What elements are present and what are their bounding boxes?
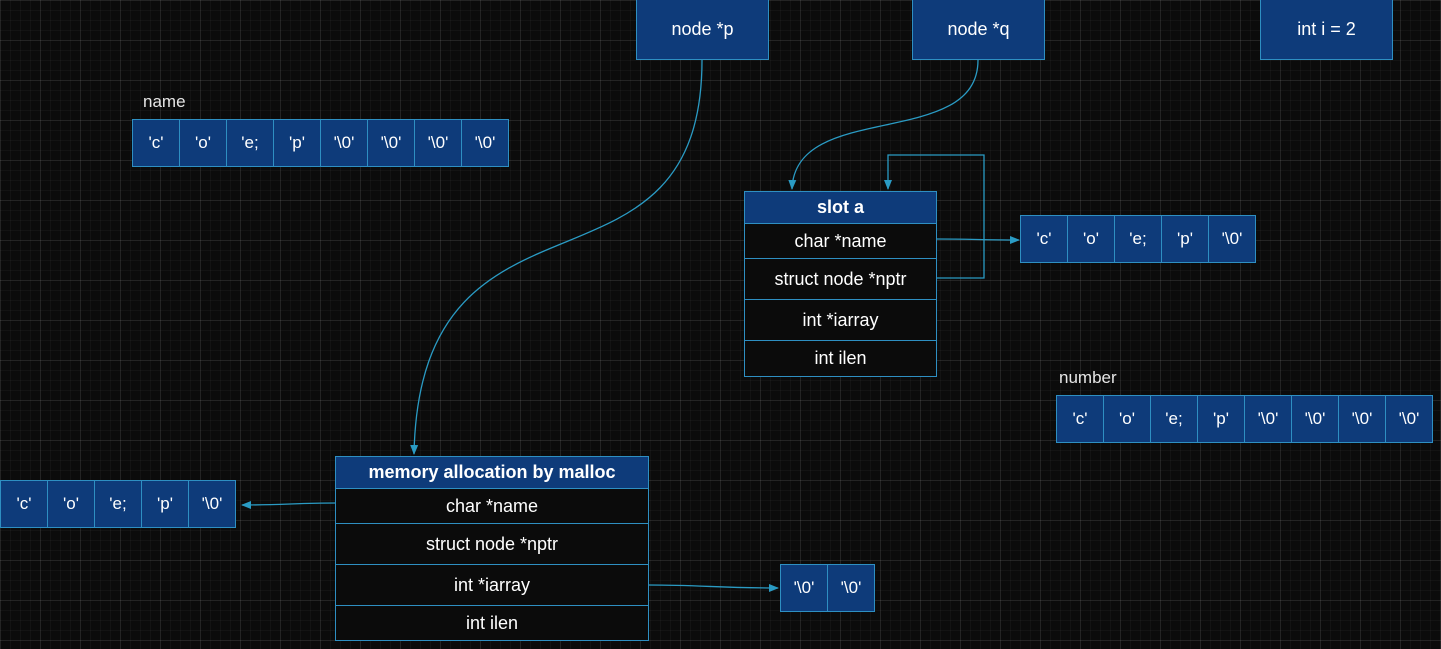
array-cell: '\0': [188, 480, 236, 528]
connector-slot-nptr-self: [884, 154, 985, 279]
slot-a-field-ilen: int ilen: [814, 348, 867, 368]
array-cell: 'c': [132, 119, 180, 167]
array-cell: 'o': [1067, 215, 1115, 263]
array-cell: '\0': [827, 564, 875, 612]
array-cell: 'p': [1161, 215, 1209, 263]
array-cell: 'o': [1103, 395, 1151, 443]
array-cell: 'c': [0, 480, 48, 528]
array-cell: '\0': [1338, 395, 1386, 443]
array-cell: '\0': [780, 564, 828, 612]
malloc-block-title: memory allocation by malloc: [336, 457, 648, 489]
array-cell: '\0': [320, 119, 368, 167]
number-array-label: number: [1059, 368, 1117, 387]
array-cell: 'o': [179, 119, 227, 167]
connector-malloc-iarray-to-array: [647, 583, 779, 592]
array-cell: '\0': [414, 119, 462, 167]
connector-p-to-malloc: [410, 59, 703, 455]
int-i-box: int i = 2: [1260, 0, 1393, 60]
array-cell: 'c': [1020, 215, 1068, 263]
malloc-name-string: 'c' 'o' 'e; 'p' '\0': [0, 480, 236, 528]
iarray-array: '\0' '\0': [780, 564, 875, 612]
malloc-field-iarray: int *iarray: [336, 565, 648, 606]
malloc-field-ilen: int ilen: [465, 612, 519, 633]
slot-a-struct: slot a char *name struct node *nptr int …: [744, 191, 937, 377]
malloc-block-struct: memory allocation by malloc char *name s…: [335, 456, 649, 641]
array-cell: '\0': [1208, 215, 1256, 263]
array-cell: 'p': [141, 480, 189, 528]
slot-a-field-iarray: int *iarray: [745, 300, 936, 341]
malloc-field-name: char *name: [336, 489, 648, 524]
array-cell: 'p': [273, 119, 321, 167]
name-array-label: name: [143, 92, 186, 111]
array-cell: '\0': [1244, 395, 1292, 443]
array-cell: 'e;: [1150, 395, 1198, 443]
array-cell: 'e;: [226, 119, 274, 167]
number-array: 'c' 'o' 'e; 'p' '\0' '\0' '\0' '\0': [1056, 395, 1433, 443]
malloc-field-nptr: struct node *nptr: [336, 524, 648, 565]
slot-a-field-nptr: struct node *nptr: [745, 259, 936, 300]
array-cell: '\0': [1385, 395, 1433, 443]
name-array: 'c' 'o' 'e; 'p' '\0' '\0' '\0' '\0': [132, 119, 509, 167]
array-cell: 'o': [47, 480, 95, 528]
array-cell: '\0': [367, 119, 415, 167]
array-cell: 'e;: [1114, 215, 1162, 263]
slot-a-title: slot a: [745, 192, 936, 224]
array-cell: 'p': [1197, 395, 1245, 443]
pointer-p-box: node *p: [636, 0, 769, 60]
connector-slot-name-to-string: [935, 235, 1020, 244]
slot-a-field-name: char *name: [745, 224, 936, 259]
connector-q-to-slot-a: [788, 59, 979, 190]
array-cell: '\0': [461, 119, 509, 167]
array-cell: 'c': [1056, 395, 1104, 443]
pointer-q-box: node *q: [912, 0, 1045, 60]
array-cell: 'e;: [94, 480, 142, 528]
slot-a-name-string: 'c' 'o' 'e; 'p' '\0': [1020, 215, 1256, 263]
connector-malloc-name-to-string: [241, 500, 337, 509]
array-cell: '\0': [1291, 395, 1339, 443]
